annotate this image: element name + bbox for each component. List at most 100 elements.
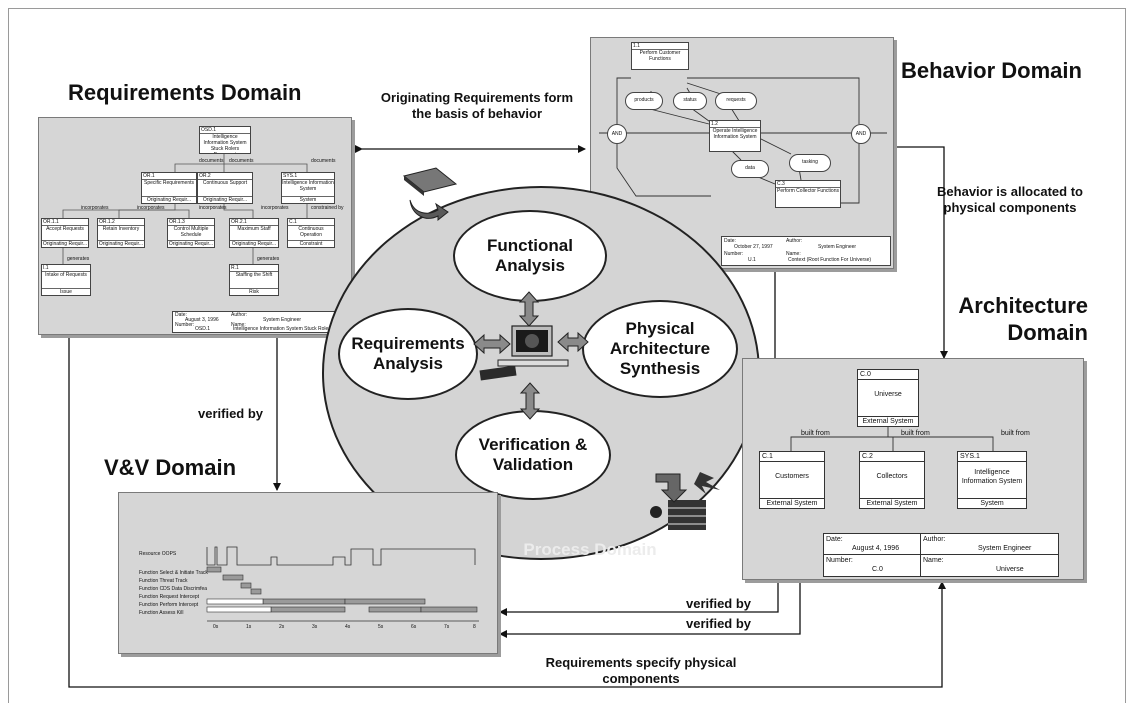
req-link: documents bbox=[311, 158, 336, 164]
req-link: documents bbox=[199, 158, 224, 164]
requirements-specify-note: Requirements specify physical components bbox=[545, 655, 737, 686]
node-text: Perform Collector Functions bbox=[777, 188, 839, 194]
req-node: I.1 Intake of Requests Issue bbox=[41, 264, 91, 296]
diagram-frame bbox=[8, 8, 1126, 703]
behavior-flow-lines bbox=[599, 77, 887, 204]
behavior-function: 1.2 Operate Intelligence Information Sys… bbox=[709, 120, 761, 152]
node-id: I.1 bbox=[42, 265, 90, 272]
built-from-label: built from bbox=[1001, 430, 1030, 437]
originating-requirements-note: Originating Requirements form the basis … bbox=[380, 90, 574, 121]
node-text: Retain Inventory bbox=[102, 226, 140, 232]
physical-architecture-oval: Physical Architecture Synthesis bbox=[582, 300, 738, 398]
req-node: OR.1.3 Control Multiple Schedule Origina… bbox=[167, 218, 215, 248]
meta-label: Author: bbox=[786, 238, 803, 244]
behavior-item: data bbox=[731, 160, 769, 178]
verification-validation-oval: Verification & Validation bbox=[455, 410, 611, 500]
meta-value: August 3, 1996 bbox=[185, 317, 219, 323]
architecture-panel: C.0 Universe External System built from … bbox=[742, 358, 1084, 580]
behavior-function: C.3 Perform Collector Functions bbox=[775, 180, 841, 208]
meta-label: Name: bbox=[923, 557, 944, 564]
req-link: incorporates bbox=[261, 205, 289, 211]
node-type: System bbox=[282, 196, 334, 203]
behavior-arch-arrow bbox=[888, 143, 948, 359]
meta-label: Date: bbox=[724, 238, 736, 244]
arch-meta-block: Date: August 4, 1996 Author: System Engi… bbox=[823, 533, 1059, 577]
arch-node: SYS.1 Intelligence Information System Sy… bbox=[957, 451, 1027, 509]
meta-value: August 4, 1996 bbox=[852, 545, 900, 552]
node-id: SYS.1 bbox=[282, 173, 334, 180]
meta-label: Date: bbox=[175, 312, 187, 318]
node-id: OSD.1 bbox=[200, 127, 250, 134]
node-type: Issue bbox=[42, 288, 90, 295]
verified-by-note: verified by bbox=[686, 616, 752, 631]
node-text: Accept Requests bbox=[46, 226, 84, 232]
node-text: Intake of Requests bbox=[45, 272, 87, 278]
node-text: Maximum Staff bbox=[237, 226, 271, 232]
up-down-arrow bbox=[519, 382, 541, 420]
meta-label: Author: bbox=[231, 312, 248, 318]
factory-icon bbox=[650, 472, 720, 530]
behavior-item: requests bbox=[715, 92, 757, 110]
node-id: C.1 bbox=[288, 219, 334, 226]
node-id: C.0 bbox=[858, 370, 918, 380]
vv-axis-tick: 6s bbox=[411, 624, 417, 630]
vv-axis-tick: 8 bbox=[473, 624, 476, 630]
arch-node: C.2 Collectors External System bbox=[859, 451, 925, 509]
vv-axis-tick: 1s bbox=[246, 624, 252, 630]
node-id: OR.1.1 bbox=[42, 219, 88, 226]
vv-panel: Resource OOPS Function Select & Initiate… bbox=[118, 492, 498, 654]
vv-axis-tick: 5s bbox=[378, 624, 384, 630]
req-link: documents bbox=[229, 158, 254, 164]
req-node: OR.1.2 Retain Inventory Originating Requ… bbox=[97, 218, 145, 248]
req-link: incorporates bbox=[137, 205, 165, 211]
meta-label: Number: bbox=[175, 322, 195, 328]
node-text: Intelligence Information System bbox=[282, 180, 334, 192]
requirements-tree-lines bbox=[62, 152, 308, 264]
req-node: SYS.1 Intelligence Information System Sy… bbox=[281, 172, 335, 204]
vv-row-label: Function Request Intercept bbox=[139, 594, 200, 600]
node-text: Universe bbox=[874, 391, 902, 398]
node-id: OR.1.2 bbox=[98, 219, 144, 226]
requirements-analysis-oval: Requirements Analysis bbox=[338, 308, 478, 400]
node-text: Continuous Operation bbox=[298, 226, 324, 238]
requirements-panel: documents documents documents incorporat… bbox=[38, 117, 352, 335]
verified-by-note: verified by bbox=[686, 596, 752, 611]
built-from-label: built from bbox=[801, 430, 830, 437]
node-type: System bbox=[958, 498, 1026, 508]
node-type: Originating Requir... bbox=[142, 196, 196, 203]
node-id: OR.1.3 bbox=[168, 219, 214, 226]
node-type: Constraint bbox=[288, 240, 334, 247]
meta-value: C.0 bbox=[872, 566, 883, 573]
node-text: Intelligence Information System bbox=[961, 469, 1023, 485]
req-arch-arrow bbox=[65, 330, 946, 688]
node-id: OR.1 bbox=[142, 173, 196, 180]
node-id: OR.2 bbox=[198, 173, 252, 180]
node-text: Perform Customer Functions bbox=[639, 50, 681, 62]
arch-vv-arrow-2 bbox=[499, 578, 801, 638]
node-text: Staffing the Shift bbox=[235, 272, 273, 278]
node-id: C.3 bbox=[776, 181, 840, 188]
node-type: Risk bbox=[230, 288, 278, 295]
meta-value: U.1 bbox=[748, 257, 756, 263]
node-text: Operate Intelligence Information System bbox=[712, 128, 758, 140]
vv-row-label: Function Threat Track bbox=[139, 578, 188, 584]
meta-value: Universe bbox=[996, 566, 1024, 573]
vv-row-label: Function Select & Initiate Track bbox=[139, 570, 208, 576]
and-node: AND bbox=[851, 124, 871, 144]
node-text: Intelligence Information System Stuck Ro… bbox=[203, 134, 247, 153]
behavior-item: products bbox=[625, 92, 663, 110]
node-text: Control Multiple Schedule bbox=[173, 226, 209, 238]
arch-vv-arrow-1 bbox=[499, 578, 779, 616]
architecture-tree-lines bbox=[790, 425, 994, 451]
vv-row-label: Function Assess Kill bbox=[139, 610, 184, 616]
node-id: C.2 bbox=[860, 452, 924, 462]
node-type: Originating Requir... bbox=[198, 196, 252, 203]
node-id: SYS.1 bbox=[958, 452, 1026, 462]
node-text: Specific Requirements bbox=[143, 180, 195, 186]
functional-analysis-oval: Functional Analysis bbox=[453, 210, 607, 302]
req-link: generates bbox=[257, 256, 280, 262]
vv-timeline bbox=[206, 546, 479, 622]
behavior-item: status bbox=[673, 92, 707, 110]
behavior-meta-block: Date: October 27, 1997 Author: System En… bbox=[721, 236, 891, 266]
